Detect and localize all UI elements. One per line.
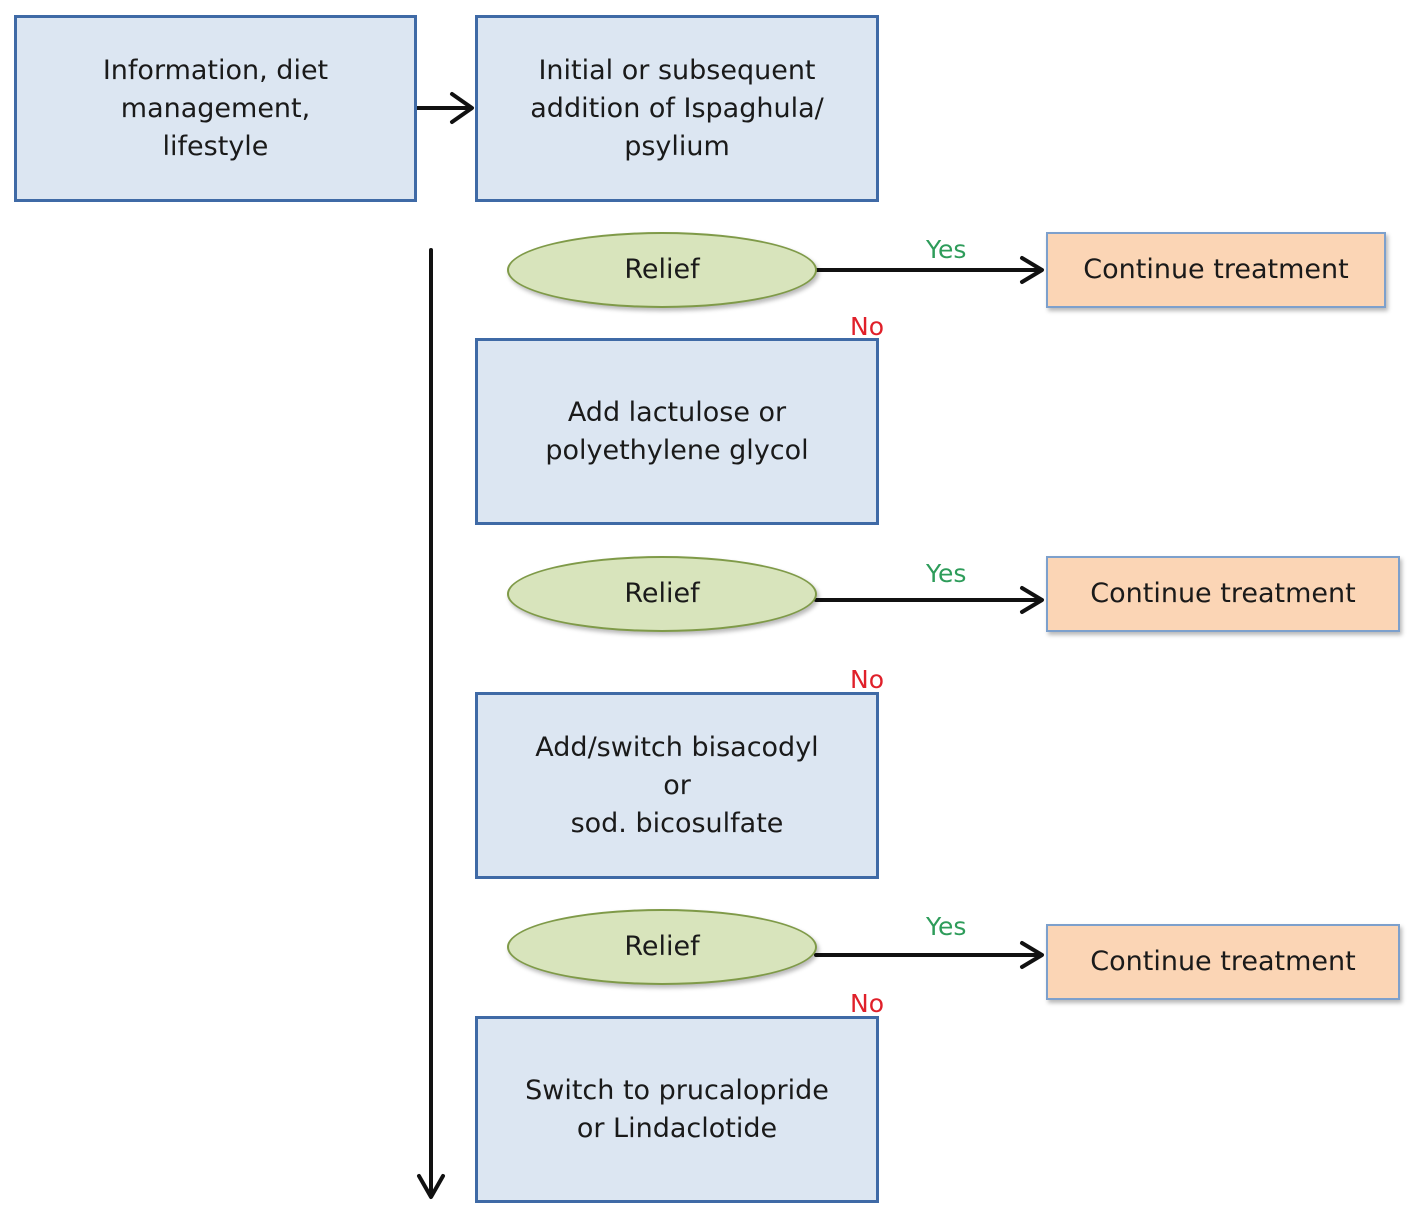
- continue-treatment-box-2: Continue treatment: [1046, 556, 1400, 632]
- relief-decision-1: Relief: [507, 232, 817, 308]
- yes-label-1: Yes: [926, 235, 967, 264]
- continue-treatment-label-2: Continue treatment: [1090, 578, 1356, 609]
- step2-label: Add lactulose or polyethylene glycol: [545, 396, 809, 466]
- step4-box: Switch to prucalopride or Lindaclotide: [475, 1016, 879, 1203]
- continue-treatment-box-1: Continue treatment: [1046, 232, 1386, 308]
- relief-decision-3: Relief: [507, 909, 817, 985]
- step4-label: Switch to prucalopride or Lindaclotide: [525, 1074, 829, 1144]
- no-label-2: No: [850, 665, 884, 694]
- yes-label-3: Yes: [926, 912, 967, 941]
- continue-treatment-label-3: Continue treatment: [1090, 946, 1356, 977]
- no-label-1: No: [850, 312, 884, 341]
- step-start-label: Information, diet management, lifestyle: [102, 54, 329, 162]
- relief-decision-1-label: Relief: [624, 254, 700, 285]
- step3-box: Add/switch bisacodyl or sod. bicosulfate: [475, 692, 879, 879]
- step3-label: Add/switch bisacodyl or sod. bicosulfate: [535, 731, 819, 839]
- relief-decision-3-label: Relief: [624, 931, 700, 962]
- continue-treatment-label-1: Continue treatment: [1083, 254, 1349, 285]
- yes-label-2: Yes: [926, 559, 967, 588]
- step1-box: Initial or subsequent addition of Ispagh…: [475, 15, 879, 202]
- yes-arrowhead-1: [1020, 256, 1044, 284]
- relief-decision-2-label: Relief: [624, 578, 700, 609]
- step-start-box: Information, diet management, lifestyle: [14, 15, 417, 202]
- no-label-3: No: [850, 989, 884, 1018]
- arrowhead-start-to-step1: [450, 92, 474, 124]
- main-flow-arrowhead: [417, 1174, 445, 1199]
- relief-decision-2: Relief: [507, 556, 817, 632]
- step2-box: Add lactulose or polyethylene glycol: [475, 338, 879, 525]
- yes-arrowhead-3: [1020, 941, 1044, 969]
- continue-treatment-box-3: Continue treatment: [1046, 924, 1400, 1000]
- step1-label: Initial or subsequent addition of Ispagh…: [530, 54, 824, 162]
- yes-arrowhead-2: [1020, 586, 1044, 614]
